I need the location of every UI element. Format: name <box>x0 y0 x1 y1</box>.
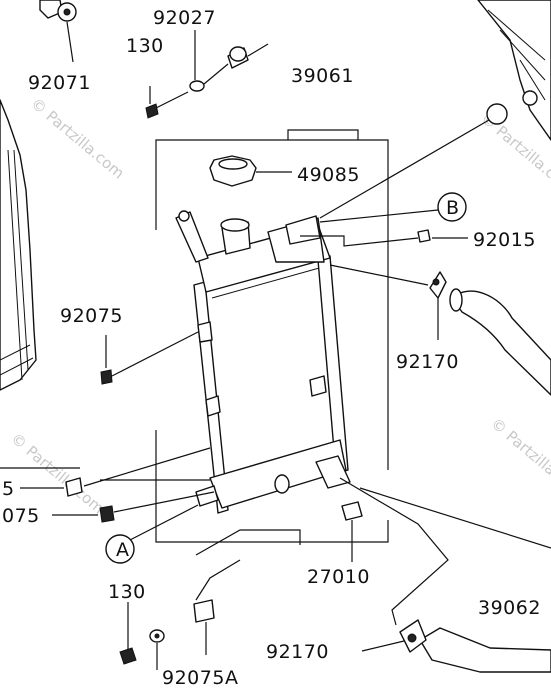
collar-92075A <box>149 599 215 670</box>
watermark: © Partzilla.com <box>27 94 127 182</box>
hose-clamp-92170-mid <box>329 264 447 340</box>
drain-bolt-27010 <box>341 501 363 562</box>
radiator-cap-49085 <box>209 155 292 187</box>
bolt-130-bottom <box>119 602 137 665</box>
hose-clamp-92170-bot <box>361 633 417 652</box>
radiator-assembly <box>175 210 351 514</box>
washer-92027 <box>189 30 269 92</box>
bolt-92075-mid <box>100 331 199 385</box>
watermark: © Partzilla.com <box>487 414 551 502</box>
label-130-bottom: 130 <box>108 581 146 603</box>
upper-hose <box>449 288 551 396</box>
callout-b-letter: B <box>446 197 460 219</box>
label-27010: 27010 <box>307 566 370 588</box>
label-92027: 92027 <box>153 7 216 29</box>
callout-a <box>105 504 199 564</box>
lower-hose <box>399 619 551 673</box>
label-92170-mid: 92170 <box>396 351 459 373</box>
part-labels: 92027 130 92071 39061 49085 92015 92075 … <box>2 7 541 689</box>
label-92075: 92075 <box>60 305 123 327</box>
label-92015: 92015 <box>473 229 536 251</box>
label-075: 075 <box>2 505 40 527</box>
left-grommet <box>0 447 215 523</box>
callout-a-letter: A <box>116 539 130 561</box>
label-92170-bottom: 92170 <box>266 641 329 663</box>
clip-92015 <box>300 229 468 247</box>
label-92071: 92071 <box>28 72 91 94</box>
label-92075A: 92075A <box>162 667 238 689</box>
label-39061: 39061 <box>291 65 354 87</box>
bolt-92071-part <box>39 0 77 63</box>
label-130-top: 130 <box>126 35 164 57</box>
label-39062: 39062 <box>478 597 541 619</box>
callout-b <box>319 192 467 223</box>
label-5: 5 <box>2 478 15 500</box>
bolt-130-top <box>145 86 189 119</box>
o-ring-upper <box>319 103 508 219</box>
label-49085: 49085 <box>297 164 360 186</box>
right-frame-part <box>477 0 551 141</box>
left-shroud-part <box>0 99 37 391</box>
